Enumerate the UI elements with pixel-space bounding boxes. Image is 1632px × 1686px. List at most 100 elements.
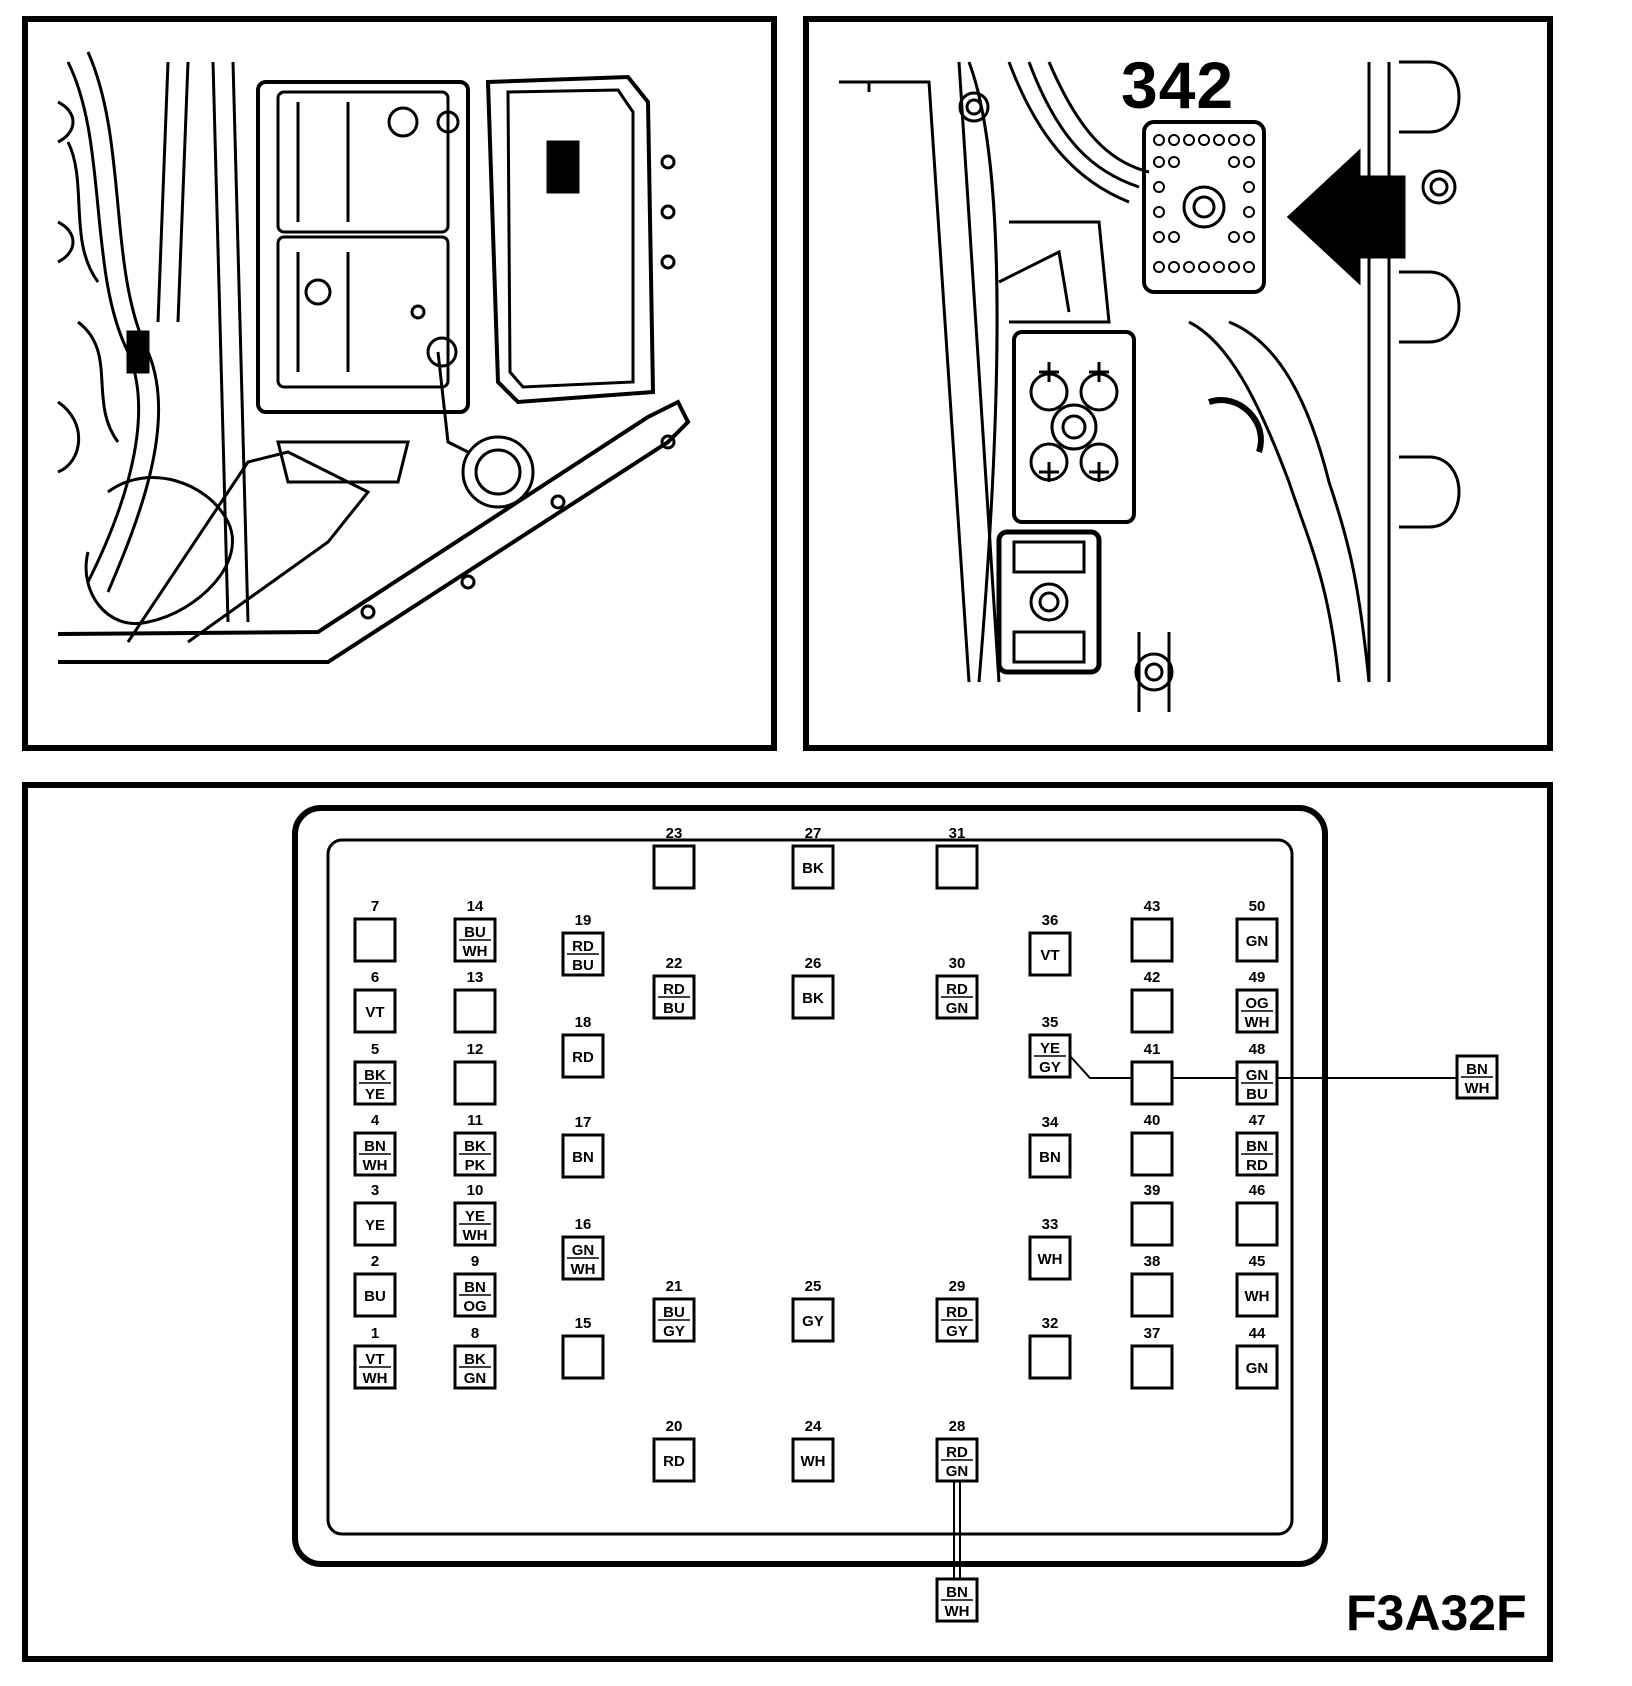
wire-color-primary: BU bbox=[464, 924, 486, 941]
wire-color-stripe: GY bbox=[663, 1323, 685, 1340]
pin-number: 4 bbox=[371, 1112, 380, 1129]
pin-cavity bbox=[1235, 917, 1279, 963]
wire-color: BN bbox=[572, 1149, 594, 1166]
wire-color-primary: RD bbox=[946, 1444, 968, 1461]
wire-color-stripe: WH bbox=[571, 1261, 596, 1278]
pin-number: 14 bbox=[467, 898, 484, 915]
pin-number: 40 bbox=[1144, 1112, 1161, 1129]
pin-number: 43 bbox=[1144, 898, 1161, 915]
wire-color-primary: BN bbox=[1246, 1138, 1268, 1155]
wire-color: BK bbox=[802, 860, 824, 877]
splice-color-stripe: WH bbox=[945, 1603, 970, 1620]
wire-color-primary: BU bbox=[663, 1304, 685, 1321]
figure-code: F3A32F bbox=[1346, 1585, 1527, 1641]
wire-color-primary: RD bbox=[946, 981, 968, 998]
pin-cavity bbox=[791, 1437, 835, 1483]
pin-31: 31 bbox=[935, 825, 979, 890]
wire-color-primary: YE bbox=[1040, 1040, 1060, 1057]
wire-color-stripe: PK bbox=[465, 1157, 486, 1174]
pin-number: 11 bbox=[467, 1112, 483, 1129]
pin-cavity bbox=[353, 917, 397, 963]
pin-number: 19 bbox=[575, 912, 592, 929]
pin-cavity bbox=[1235, 1272, 1279, 1318]
pin-number: 50 bbox=[1249, 898, 1266, 915]
wire-color: VT bbox=[365, 1004, 384, 1021]
pin-number: 29 bbox=[949, 1278, 966, 1295]
wire-color-stripe: GY bbox=[1039, 1059, 1061, 1076]
wire-color: RD bbox=[663, 1453, 685, 1470]
wire-color-stripe: GN bbox=[946, 1000, 969, 1017]
pin-number: 48 bbox=[1249, 1041, 1266, 1058]
wire-color-primary: RD bbox=[572, 938, 594, 955]
wire-color-primary: BK bbox=[464, 1138, 486, 1155]
pin-42: 42 bbox=[1130, 969, 1174, 1034]
pin-number: 24 bbox=[805, 1418, 822, 1435]
pin-cavity bbox=[1130, 1201, 1174, 1247]
pin-cavity bbox=[791, 1297, 835, 1343]
wire-color: RD bbox=[572, 1049, 594, 1066]
engine-bay-illustration bbox=[22, 16, 777, 751]
pin-13: 13 bbox=[453, 969, 497, 1034]
wire-color-primary: BN bbox=[464, 1279, 486, 1296]
connector-housing bbox=[292, 805, 1328, 1567]
pin-number: 27 bbox=[805, 825, 822, 842]
connector-outer-housing bbox=[292, 805, 1328, 1567]
wire-color-primary: GN bbox=[1246, 1067, 1269, 1084]
pin-43: 43 bbox=[1130, 898, 1174, 963]
pin-cavity bbox=[1028, 931, 1072, 977]
connector-inner-face bbox=[326, 838, 1294, 1536]
splice-color-stripe: WH bbox=[1465, 1080, 1490, 1097]
pin-number: 20 bbox=[666, 1418, 683, 1435]
pin-number: 42 bbox=[1144, 969, 1161, 986]
pin-number: 44 bbox=[1249, 1325, 1266, 1342]
pin-cavity bbox=[1130, 1272, 1174, 1318]
pin-number: 47 bbox=[1249, 1112, 1266, 1129]
pin-cavity bbox=[1235, 1344, 1279, 1390]
pin-number: 35 bbox=[1042, 1014, 1059, 1031]
pin-number: 34 bbox=[1042, 1114, 1059, 1131]
pin-46: 46 bbox=[1235, 1182, 1279, 1247]
pin-cavity bbox=[652, 1437, 696, 1483]
pin-number: 28 bbox=[949, 1418, 966, 1435]
pin-number: 31 bbox=[949, 825, 966, 842]
pin-2: 2BU bbox=[353, 1253, 397, 1318]
pin-7: 7 bbox=[353, 898, 397, 963]
pin-38: 38 bbox=[1130, 1253, 1174, 1318]
wire-color-stripe: BU bbox=[572, 957, 594, 974]
pin-cavity bbox=[453, 988, 497, 1034]
pin-cavity bbox=[353, 1272, 397, 1318]
pin-number: 49 bbox=[1249, 969, 1266, 986]
wire-color: VT bbox=[1040, 947, 1059, 964]
wire-color-primary: VT bbox=[365, 1351, 384, 1368]
splice-wires bbox=[953, 1055, 1457, 1579]
pin-number: 39 bbox=[1144, 1182, 1161, 1199]
wire-color-stripe: GY bbox=[946, 1323, 968, 1340]
wire-color: GY bbox=[802, 1313, 824, 1330]
wire-color: WH bbox=[1038, 1251, 1063, 1268]
pin-37: 37 bbox=[1130, 1325, 1174, 1390]
pin-number: 32 bbox=[1042, 1315, 1059, 1332]
pin-cavity bbox=[791, 974, 835, 1020]
pin-cavity bbox=[1130, 1131, 1174, 1177]
pin-cavity bbox=[652, 844, 696, 890]
pin-cavity bbox=[1028, 1235, 1072, 1281]
